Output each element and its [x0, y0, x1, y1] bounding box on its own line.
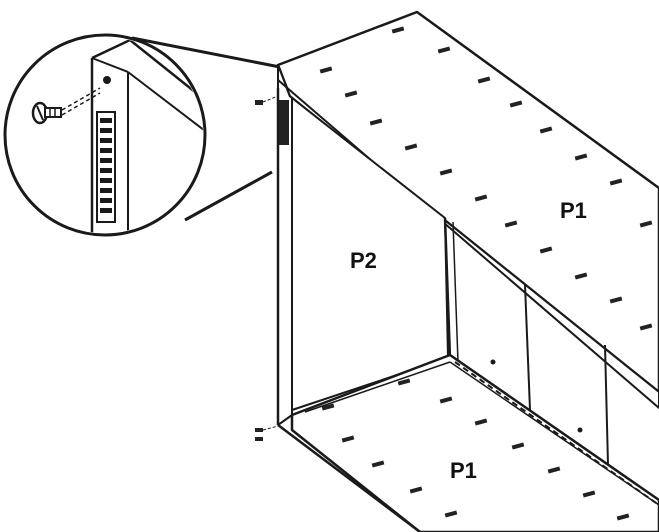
- screw-icon: [255, 100, 263, 441]
- top-panel-label: P1: [560, 198, 587, 223]
- back-panel-label: P2: [350, 248, 377, 273]
- screw-icon: [31, 87, 101, 125]
- bottom-panel-slots: [321, 378, 630, 521]
- top-panel-slots: [319, 26, 653, 331]
- bottom-panel-label: P1: [450, 458, 477, 483]
- zoom-callout-icon: [3, 33, 286, 237]
- bottom-panel: [290, 353, 659, 532]
- cabinet: [255, 10, 659, 532]
- hinge-strip: [279, 100, 289, 145]
